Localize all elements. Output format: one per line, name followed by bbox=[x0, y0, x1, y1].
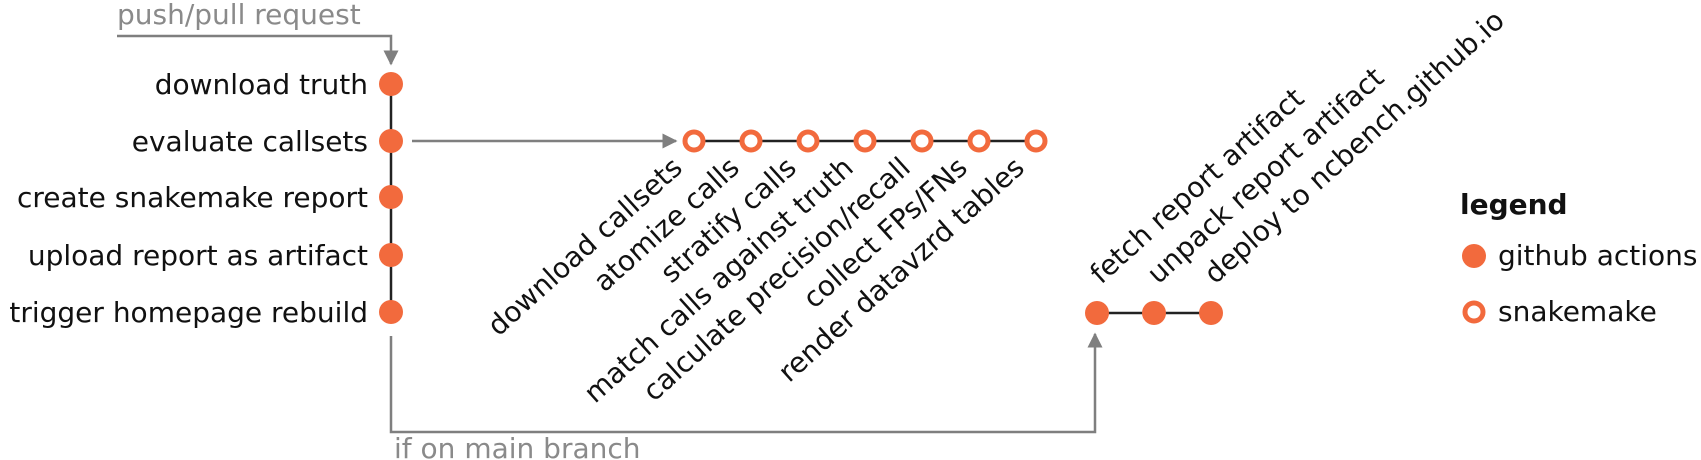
trigger-label: push/pull request bbox=[117, 0, 361, 31]
deploy-step-label: unpack report artifact bbox=[1141, 61, 1391, 290]
snakemake-step-node bbox=[853, 129, 877, 153]
deploy-step-node bbox=[1142, 301, 1166, 325]
github-step-node bbox=[379, 129, 403, 153]
github-step-node bbox=[379, 300, 403, 324]
snakemake-step-node bbox=[796, 129, 820, 153]
legend-label-github-actions: github actions bbox=[1498, 239, 1697, 272]
snakemake-step-node bbox=[967, 129, 991, 153]
github-step-node bbox=[379, 72, 403, 96]
github-step-label: create snakemake report bbox=[17, 181, 368, 214]
github-step-node bbox=[379, 243, 403, 267]
legend: legend github actions snakemake bbox=[1460, 188, 1697, 328]
snakemake-step-node bbox=[910, 129, 934, 153]
github-step-label: upload report as artifact bbox=[28, 239, 368, 272]
legend-label-snakemake: snakemake bbox=[1498, 295, 1657, 328]
github-steps-group: download truth evaluate callsets create sn… bbox=[9, 68, 403, 329]
trigger-arrow bbox=[117, 34, 399, 66]
github-step-node bbox=[379, 185, 403, 209]
github-step-label: evaluate callsets bbox=[132, 125, 368, 158]
legend-title: legend bbox=[1460, 188, 1568, 221]
snakemake-step-node bbox=[739, 129, 763, 153]
branch-condition-label: if on main branch bbox=[394, 432, 641, 460]
deploy-step-node bbox=[1199, 301, 1223, 325]
main-branch-arrow bbox=[389, 332, 1103, 434]
filled-dot-icon bbox=[1462, 244, 1486, 268]
snakemake-step-node bbox=[682, 129, 706, 153]
github-step-label: trigger homepage rebuild bbox=[9, 296, 368, 329]
snakemake-step-node bbox=[1024, 129, 1048, 153]
hollow-dot-icon bbox=[1462, 300, 1486, 324]
github-step-label: download truth bbox=[155, 68, 368, 101]
deploy-step-node bbox=[1085, 301, 1109, 325]
